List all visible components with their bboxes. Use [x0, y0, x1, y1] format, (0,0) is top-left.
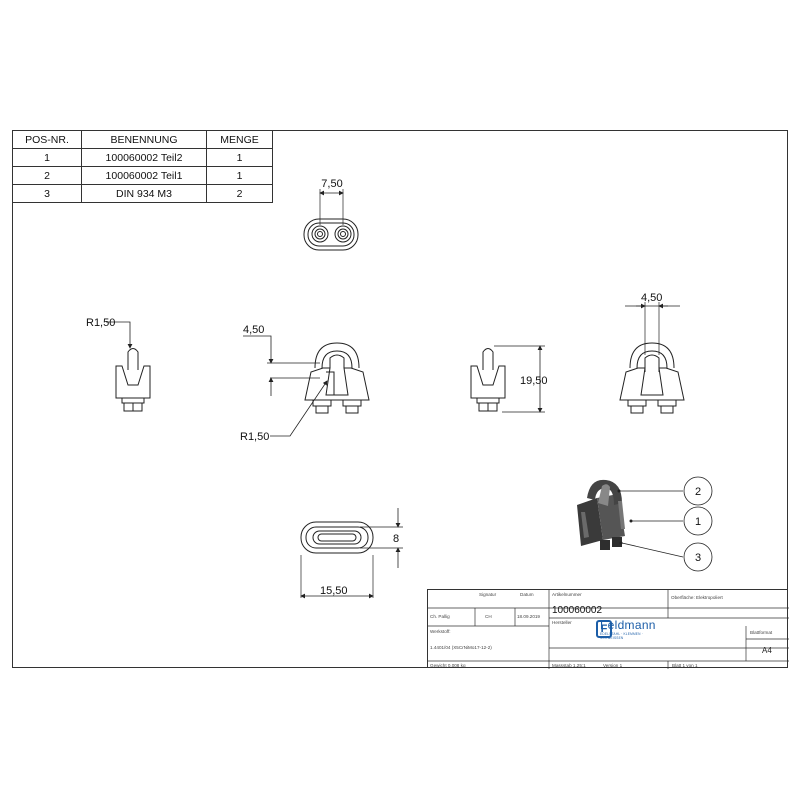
balloon-3: [683, 542, 713, 572]
version-value: Version 1: [603, 663, 623, 668]
table-row: 2 100060002 Teil1 1: [12, 166, 273, 185]
table-row: 1 100060002 Teil2 1: [12, 148, 273, 167]
row-designation: 100060002 Teil2: [81, 148, 207, 167]
date-value: 18.09.2019: [517, 614, 540, 619]
dim-top-width: 7,50: [321, 178, 342, 190]
signature-value: CH: [485, 614, 492, 619]
right-view: [619, 302, 685, 414]
format-value: A4: [762, 646, 772, 655]
row-quantity: 1: [206, 166, 273, 185]
header-pos: POS-NR.: [12, 130, 82, 149]
drawn-by: Ch. Pallig: [430, 614, 450, 619]
header-quantity: MENGE: [206, 130, 273, 149]
title-block: Ch. Pallig Signatur CH Datum 18.09.2019 …: [427, 589, 789, 669]
material-label: Werkstoff:: [430, 629, 451, 634]
dim-bottom-width: 15,50: [320, 585, 348, 597]
weight-value: Gewicht 0.008 kg: [430, 663, 466, 668]
format-label: Blattformat: [750, 630, 773, 635]
front-view: [243, 335, 370, 437]
dim-side-height: 19,50: [520, 375, 548, 387]
row-quantity: 1: [206, 148, 273, 167]
top-view: [303, 189, 359, 251]
date-label: Datum: [520, 592, 534, 597]
row-designation: DIN 934 M3: [81, 184, 207, 203]
dim-front-radius: R1,50: [240, 431, 269, 443]
bottom-view: [300, 508, 403, 599]
sheet-value: Blatt 1 von 1: [672, 663, 698, 668]
dim-bottom-height: 8: [393, 533, 399, 545]
company-name: Feldmann: [600, 618, 656, 632]
header-designation: BENENNUNG: [81, 130, 207, 149]
material-value: 1.4401/04 (X5CrNiMo17-12-2): [430, 645, 492, 650]
balloon-label-2: 2: [695, 486, 701, 498]
dim-left-radius: R1,50: [86, 317, 115, 329]
article-number: 100060002: [552, 605, 603, 616]
article-label: Artikelnummer: [552, 592, 582, 597]
parts-list-table: POS-NR. BENENNUNG MENGE 1 100060002 Teil…: [12, 130, 273, 203]
surface-value: Elektropoliert: [696, 595, 723, 600]
dim-front-slot: 4,50: [243, 324, 264, 336]
row-pos: 3: [12, 184, 82, 203]
feldmann-logo-icon: F: [596, 620, 612, 638]
balloon-2: [683, 476, 713, 506]
company-tagline: EDELSTAHL · KLEMMEN · SCHWEISSEN: [600, 632, 643, 640]
row-pos: 1: [12, 148, 82, 167]
manufacturer-label: Hersteller: [552, 620, 572, 625]
scale-value: Massstab 1.25:1: [552, 663, 586, 668]
balloon-label-3: 3: [695, 552, 701, 564]
parts-list-header: POS-NR. BENENNUNG MENGE: [12, 130, 273, 149]
signature-label: Signatur: [479, 592, 497, 597]
drawing-frame: [12, 130, 788, 668]
left-side-view: [106, 321, 151, 412]
title-block-grid: [428, 590, 789, 669]
surface-label: Oberfläche:: [671, 595, 695, 600]
dim-right-slot: 4,50: [641, 292, 662, 304]
row-quantity: 2: [206, 184, 273, 203]
balloon-label-1: 1: [695, 516, 701, 528]
row-pos: 2: [12, 166, 82, 185]
row-designation: 100060002 Teil1: [81, 166, 207, 185]
isometric-view: [577, 479, 625, 550]
side-view: [470, 345, 545, 413]
balloon-1: [683, 506, 713, 536]
table-row: 3 DIN 934 M3 2: [12, 184, 273, 203]
